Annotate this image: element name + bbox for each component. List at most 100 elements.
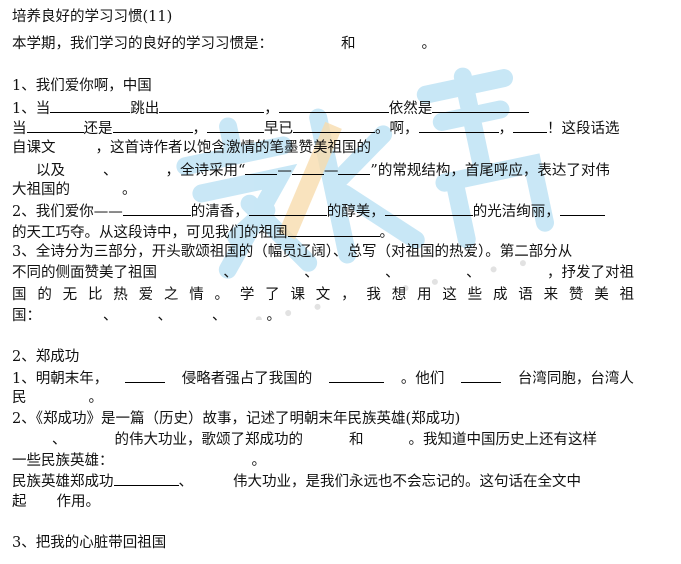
text: 、 xyxy=(103,163,118,179)
text: ！这段话选 xyxy=(547,121,620,137)
text: 。 xyxy=(214,287,230,303)
text: 不同的侧面赞美了祖国 xyxy=(12,265,157,281)
text: 和 xyxy=(341,36,356,52)
text: ， xyxy=(192,121,208,137)
text: 些 xyxy=(467,287,483,303)
text: 之 xyxy=(163,287,179,303)
text: — xyxy=(277,163,292,179)
text: ”的常规结构，首尾呼应，表达了对伟 xyxy=(370,163,610,179)
s2-q2-line5: 起作用。 xyxy=(12,492,100,512)
blank[interactable] xyxy=(432,98,530,113)
blank[interactable] xyxy=(113,471,179,486)
section-heading-3: 3、把我的心脏带回祖国 xyxy=(12,535,167,551)
blank[interactable] xyxy=(418,118,499,133)
s1-q3-line1: 3、全诗分为三部分，开头歌颂祖国的（幅员辽阔）、总写（对祖国的热爱）。第二部分从 xyxy=(12,244,573,260)
text: 、 xyxy=(385,265,400,281)
text: 、 xyxy=(52,432,67,448)
text: 文 xyxy=(315,287,331,303)
text: 当 xyxy=(12,121,27,137)
text: 的伟大功业，歌颂了郑成功的 xyxy=(114,432,304,448)
text: 作用。 xyxy=(56,494,101,510)
text: ， xyxy=(498,121,514,137)
text: 、 xyxy=(223,265,238,281)
text: 本学期，我们学习的良好的学习习惯是： xyxy=(12,36,273,52)
text: 大祖国的 xyxy=(12,182,70,198)
s1-q2-line1: 2、我们爱你——的清香，的醇美，的光洁绚丽， xyxy=(12,201,605,221)
s2-q2-line1: 2、《郑成功》是一篇（历史）故事，记述了明朝末年民族英雄(郑成功) xyxy=(12,411,461,427)
text: 热 xyxy=(113,287,128,303)
text: 跳出 xyxy=(130,101,160,117)
text: 我 xyxy=(366,287,381,303)
blank[interactable] xyxy=(50,98,131,113)
text: 侵略者强占了我国的 xyxy=(181,371,313,387)
blank[interactable] xyxy=(112,118,193,133)
text: 民 xyxy=(12,390,27,406)
s1-q3-line2: 不同的侧面赞美了祖国、、、、，抒发了对祖 xyxy=(12,263,634,283)
text: 伟大功业，是我们永远也不会忘记的。这句话在全文中 xyxy=(233,474,581,490)
blank[interactable] xyxy=(461,368,502,383)
text: ，这首诗作者以饱含激情的笔墨赞美祖国的 xyxy=(95,140,372,156)
text: 祖 xyxy=(619,287,635,303)
text: 自课文 xyxy=(12,140,56,156)
s1-q1-line1: 1、当跳出，依然是 xyxy=(12,98,530,118)
text: 。啊， xyxy=(375,121,419,137)
blank[interactable] xyxy=(559,201,605,216)
s2-q2-line4: 民族英雄郑成功、伟大功业，是我们永远也不会忘记的。这句话在全文中 xyxy=(12,471,581,491)
text: 。我知道中国历史上还有这样 xyxy=(408,432,598,448)
text: 。 xyxy=(266,308,282,324)
blank[interactable] xyxy=(245,160,278,175)
text: 、 xyxy=(178,474,194,490)
text: 语 xyxy=(518,287,533,303)
text: — xyxy=(323,163,339,179)
section-heading-2: 2、郑成功 xyxy=(12,349,80,365)
blank[interactable] xyxy=(338,160,371,175)
text: 1、明朝末年， xyxy=(12,371,109,387)
s1-q1-line2: 当还是，早已。啊，，！这段话选 xyxy=(12,118,620,138)
text: 、 xyxy=(212,308,227,324)
blank[interactable] xyxy=(293,118,375,133)
text: 情 xyxy=(189,287,204,303)
text: 课 xyxy=(290,287,305,303)
text: 依然是 xyxy=(388,101,433,117)
section-heading-1: 1、我们爱你啊，中国 xyxy=(12,78,152,94)
blank[interactable] xyxy=(248,201,327,216)
s1-q2-line2: 的天工巧夺。从这段诗中，可见我们的祖国 。 xyxy=(12,222,394,242)
text: 以及 xyxy=(36,163,65,179)
text: ，抒发了对祖 xyxy=(546,265,634,281)
blank[interactable] xyxy=(513,118,547,133)
text: 、 xyxy=(466,265,481,281)
text: 的 xyxy=(37,287,52,303)
text: 、 xyxy=(103,308,118,324)
blank[interactable] xyxy=(207,118,264,133)
text: ，全诗采用“ xyxy=(165,163,246,179)
text: 用 xyxy=(417,287,432,303)
text: 一些民族英雄： xyxy=(12,453,114,469)
text: 。他们 xyxy=(400,371,445,387)
blank[interactable] xyxy=(122,201,191,216)
text: 。 xyxy=(122,182,137,198)
text: 无 xyxy=(62,287,78,303)
blank[interactable] xyxy=(291,160,324,175)
text: 的天工巧夺。从这段诗中，可见我们的祖国 xyxy=(12,225,288,241)
text: 比 xyxy=(87,287,103,303)
blank[interactable] xyxy=(125,368,166,383)
text: 学 xyxy=(239,287,255,303)
text: 。 xyxy=(88,390,104,406)
blank[interactable] xyxy=(159,98,265,113)
s1-q3-line3: 国的无比热爱之情。学了课文，我想用这些成语来赞美祖 xyxy=(12,285,634,305)
text: 台湾同胞，台湾人 xyxy=(517,371,634,387)
text: ， xyxy=(341,287,356,303)
text: 的清香， xyxy=(190,204,249,220)
text: 。 xyxy=(379,225,395,241)
s2-q2-line3: 一些民族英雄：。 xyxy=(12,451,266,471)
s2-q1-line1: 1、明朝末年， 侵略者强占了我国的 。他们 台湾同胞，台湾人 xyxy=(12,368,634,388)
blank[interactable] xyxy=(26,118,84,133)
text: 国： xyxy=(12,308,41,324)
blank[interactable] xyxy=(287,222,380,237)
blank[interactable] xyxy=(329,368,385,383)
text: 和 xyxy=(349,432,364,448)
text: 了 xyxy=(265,287,280,303)
blank[interactable] xyxy=(384,201,473,216)
s2-q2-line2: 、 的伟大功业，歌颂了郑成功的 和 。我知道中国历史上还有这样 xyxy=(12,430,597,450)
blank[interactable] xyxy=(278,98,389,113)
